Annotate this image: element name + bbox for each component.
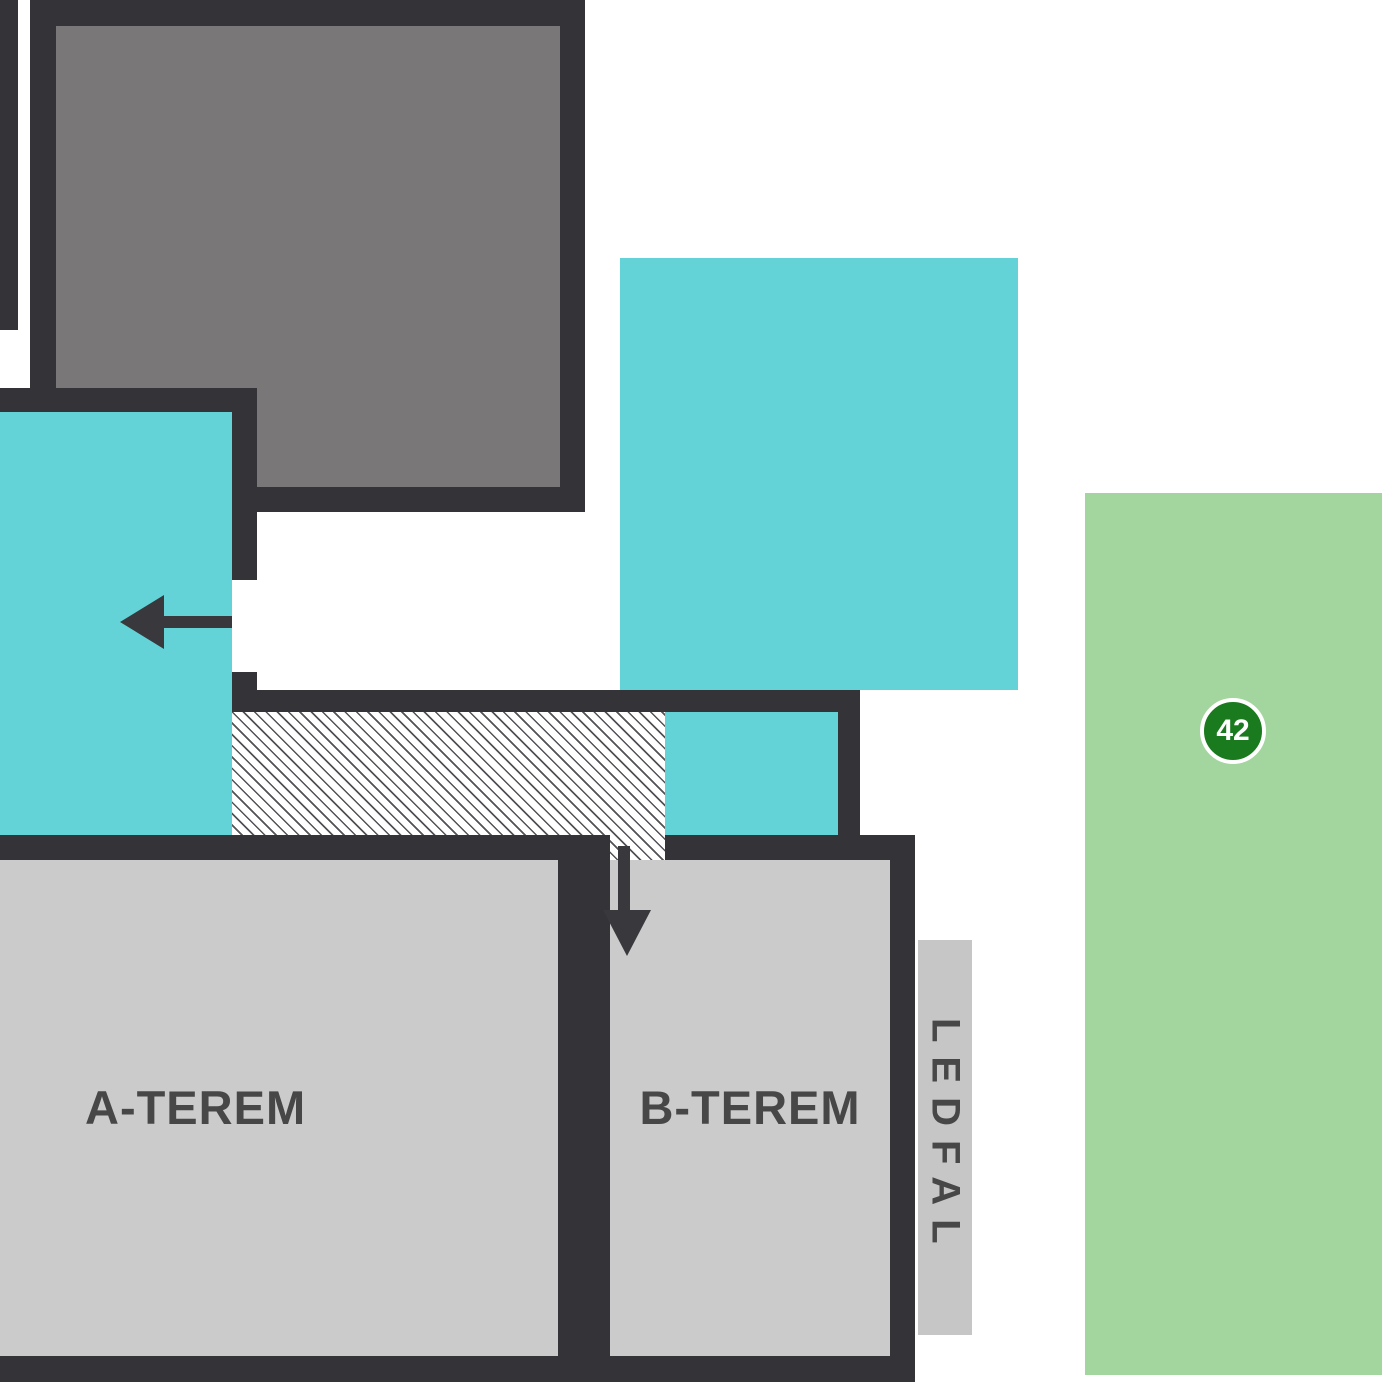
wall-segment-b-right [890,835,915,1382]
zone-green [1085,493,1382,1375]
ledfal-strip: LEDFAL [918,940,972,1335]
wall-segment-cyan-right-upper [232,388,257,580]
map-marker-badge[interactable]: 42 [1200,698,1266,764]
arrow-down-head [603,910,651,956]
wall-segment-cyan-top [0,388,255,412]
arrow-down-shaft [618,846,630,914]
arrow-left-head [120,595,164,649]
room-b-terem [610,860,890,1356]
wall-segment-middle [558,835,610,1382]
arrow-left-icon [120,595,232,649]
arrow-left-shaft [158,616,232,628]
ledfal-label: LEDFAL [923,1017,968,1258]
room-gray-floor-lower [257,388,560,487]
wall-segment-a-top [0,835,585,860]
room-label-b-terem: B-TEREM [639,1081,861,1134]
wall-segment-corridor-top [232,690,860,712]
room-gray-floor [56,26,560,388]
wall-segment-left-edge [0,0,18,330]
room-a-terem [0,860,558,1356]
map-marker-number: 42 [1216,714,1250,747]
zone-cyan-large [620,258,1018,690]
arrow-down-icon [603,846,651,958]
wall-segment-bottom [0,1356,915,1382]
zone-cyan-small [665,712,838,835]
room-label-a-terem: A-TEREM [85,1081,307,1134]
wall-segment-b-top [665,835,915,860]
wall-segment-corridor-right [838,690,860,835]
